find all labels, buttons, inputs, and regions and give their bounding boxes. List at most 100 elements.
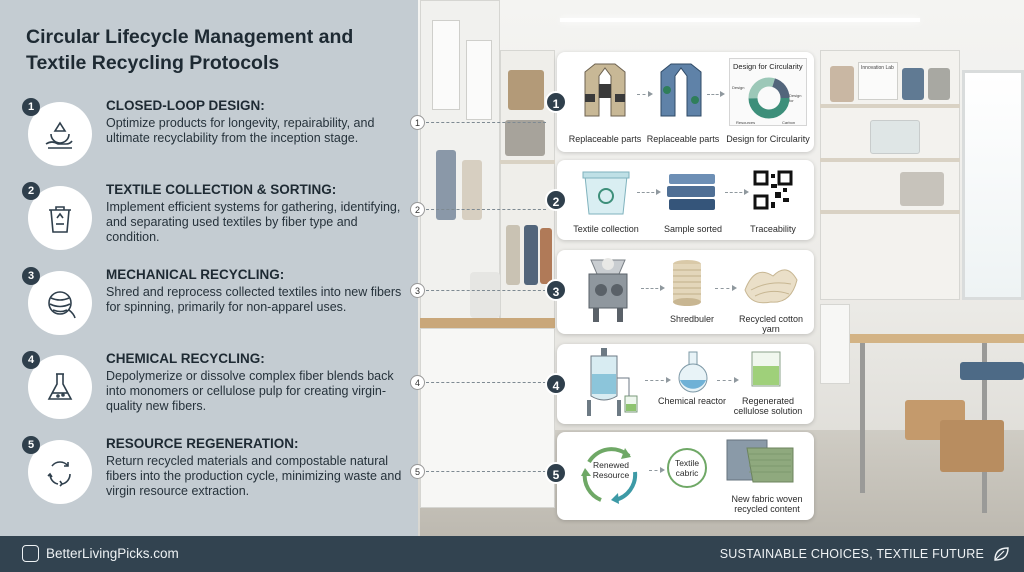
- folded-textiles: [928, 68, 950, 100]
- shelf: [820, 158, 960, 162]
- background-marker-4: 4: [410, 375, 425, 390]
- step-2-number: 2: [22, 182, 40, 200]
- garment-display: [830, 66, 854, 102]
- sample-board: [870, 120, 920, 154]
- steps-panel: Circular Lifecycle Management and Textil…: [0, 0, 418, 536]
- folded-textiles: [505, 120, 545, 156]
- cardboard-box: [940, 420, 1004, 472]
- step-1-number: 1: [22, 98, 40, 116]
- fabric-roll: [960, 362, 1024, 380]
- cycle-arrows-icon: [47, 461, 71, 487]
- step-4-icon-circle: [28, 355, 92, 419]
- ceiling-light: [560, 18, 920, 22]
- side-cabinet: [820, 304, 850, 384]
- lower-cabinets: [420, 328, 555, 508]
- step-1-description: Optimize products for longevity, repaira…: [106, 116, 375, 145]
- chart-label: Carbon: [782, 120, 796, 125]
- folded-textiles: [900, 172, 944, 206]
- card-closed-loop-design: 1 Design for Circularity Design Design f…: [545, 52, 814, 152]
- footer-bar: BetterLivingPicks.com SUSTAINABLE CHOICE…: [0, 536, 1024, 572]
- folded-jeans: [902, 68, 924, 100]
- step-5: 5 RESOURCE REGENERATION: Return recycled…: [0, 436, 418, 516]
- hanging-garment: [436, 150, 456, 220]
- collection-bin-icon: [582, 171, 630, 215]
- flow-arrow: [707, 91, 725, 97]
- sorted-jeans-icon: [667, 174, 715, 210]
- brand-logo-icon: [22, 545, 39, 562]
- page-title: Circular Lifecycle Management and Textil…: [26, 26, 354, 74]
- step-4-title: CHEMICAL RECYCLING:: [106, 351, 265, 366]
- card-resource-regeneration: 5 Renewed Resource Textile cabric New fa…: [545, 432, 814, 520]
- hanging-garment: [540, 228, 552, 284]
- recycle-hands-icon: [45, 121, 73, 149]
- textile-fabric-badge: Textile cabric: [667, 448, 707, 488]
- innovation-lab-sign: Innovation Lab: [858, 62, 898, 100]
- beaker-icon: [751, 351, 781, 387]
- flow-arrow: [641, 285, 665, 291]
- counter-top: [420, 318, 555, 328]
- background-marker-1: 1: [410, 115, 425, 130]
- flow-arrow: [637, 189, 661, 195]
- innovation-lab-text: Innovation Lab: [861, 65, 894, 71]
- work-table: [848, 334, 1024, 343]
- woven-fabric-icon: [726, 439, 794, 483]
- yarn-ball-icon: [48, 291, 76, 319]
- card-5-label-1: Renewed Resource: [592, 460, 630, 480]
- hanging-garment: [524, 225, 538, 285]
- leader-line-4: [426, 382, 546, 383]
- cotton-yarn-skein-icon: [744, 269, 798, 304]
- card-1-label-3: Design for Circularity: [726, 134, 810, 144]
- card-1-number: 1: [545, 91, 567, 113]
- leader-line-1: [426, 122, 546, 123]
- hanging-garment: [506, 225, 520, 285]
- qr-code-icon: [753, 170, 793, 210]
- chart-label: Design: [732, 85, 745, 90]
- card-3-label-1: Shredbuler: [669, 314, 715, 324]
- card-2-label-3: Traceability: [750, 224, 796, 234]
- step-2-icon-circle: [28, 186, 92, 250]
- step-5-description: Return recycled materials and compostabl…: [106, 454, 402, 498]
- card-3-label-2: Recycled cotton yarn: [738, 314, 804, 334]
- step-1-icon-circle: [28, 102, 92, 166]
- card-collection-sorting: 2 Textile collection Sample sorted Trace…: [545, 160, 814, 240]
- brand-link[interactable]: BetterLivingPicks.com: [46, 546, 179, 561]
- card-5-label-3: New fabric woven recycled content: [731, 494, 803, 514]
- flow-arrow: [717, 377, 739, 383]
- step-5-icon-circle: [28, 440, 92, 504]
- card-3-number: 3: [545, 279, 567, 301]
- donut-chart: [748, 77, 790, 119]
- jacket: [508, 70, 544, 110]
- circularity-chart: Design for Circularity Design Design for…: [729, 58, 807, 126]
- round-flask-icon: [678, 351, 708, 393]
- card-chemical-recycling: 4 Chemical reactor Regenerated cellulose…: [545, 344, 814, 424]
- card-mechanical-recycling: 3 Shredbuler Recycled cotton yarn: [545, 250, 814, 334]
- step-3-icon-circle: [28, 271, 92, 335]
- flow-arrow: [645, 377, 671, 383]
- background-marker-5: 5: [410, 464, 425, 479]
- step-5-title: RESOURCE REGENERATION:: [106, 436, 299, 451]
- flow-arrow: [715, 285, 737, 291]
- leader-line-3: [426, 290, 546, 291]
- card-4-label-1: Chemical reactor: [657, 396, 727, 406]
- recycle-bin-icon: [49, 206, 71, 233]
- flow-arrow: [637, 91, 653, 97]
- card-2-number: 2: [545, 189, 567, 211]
- leader-line-5: [426, 471, 546, 472]
- shelf: [500, 160, 555, 164]
- footer-tagline: SUSTAINABLE CHOICES, TEXTILE FUTURE: [719, 547, 984, 561]
- background-marker-2: 2: [410, 202, 425, 217]
- window: [962, 70, 1024, 300]
- microscope: [470, 272, 500, 318]
- card-4-number: 4: [545, 373, 567, 395]
- renewal-cycle-icon: [581, 447, 638, 504]
- yarn-spool-icon: [673, 260, 701, 306]
- chart-label: Design for: [789, 93, 802, 103]
- flow-arrow: [649, 467, 665, 473]
- leader-line-2: [426, 209, 546, 210]
- step-3-description: Shred and reprocess collected textiles i…: [106, 285, 402, 314]
- step-4-description: Depolymerize or dissolve complex fiber b…: [106, 369, 394, 413]
- shelf: [820, 210, 960, 214]
- step-3: 3 MECHANICAL RECYCLING: Shred and reproc…: [0, 267, 418, 347]
- poster: [466, 40, 492, 120]
- step-2: 2 TEXTILE COLLECTION & SORTING: Implemen…: [0, 182, 418, 262]
